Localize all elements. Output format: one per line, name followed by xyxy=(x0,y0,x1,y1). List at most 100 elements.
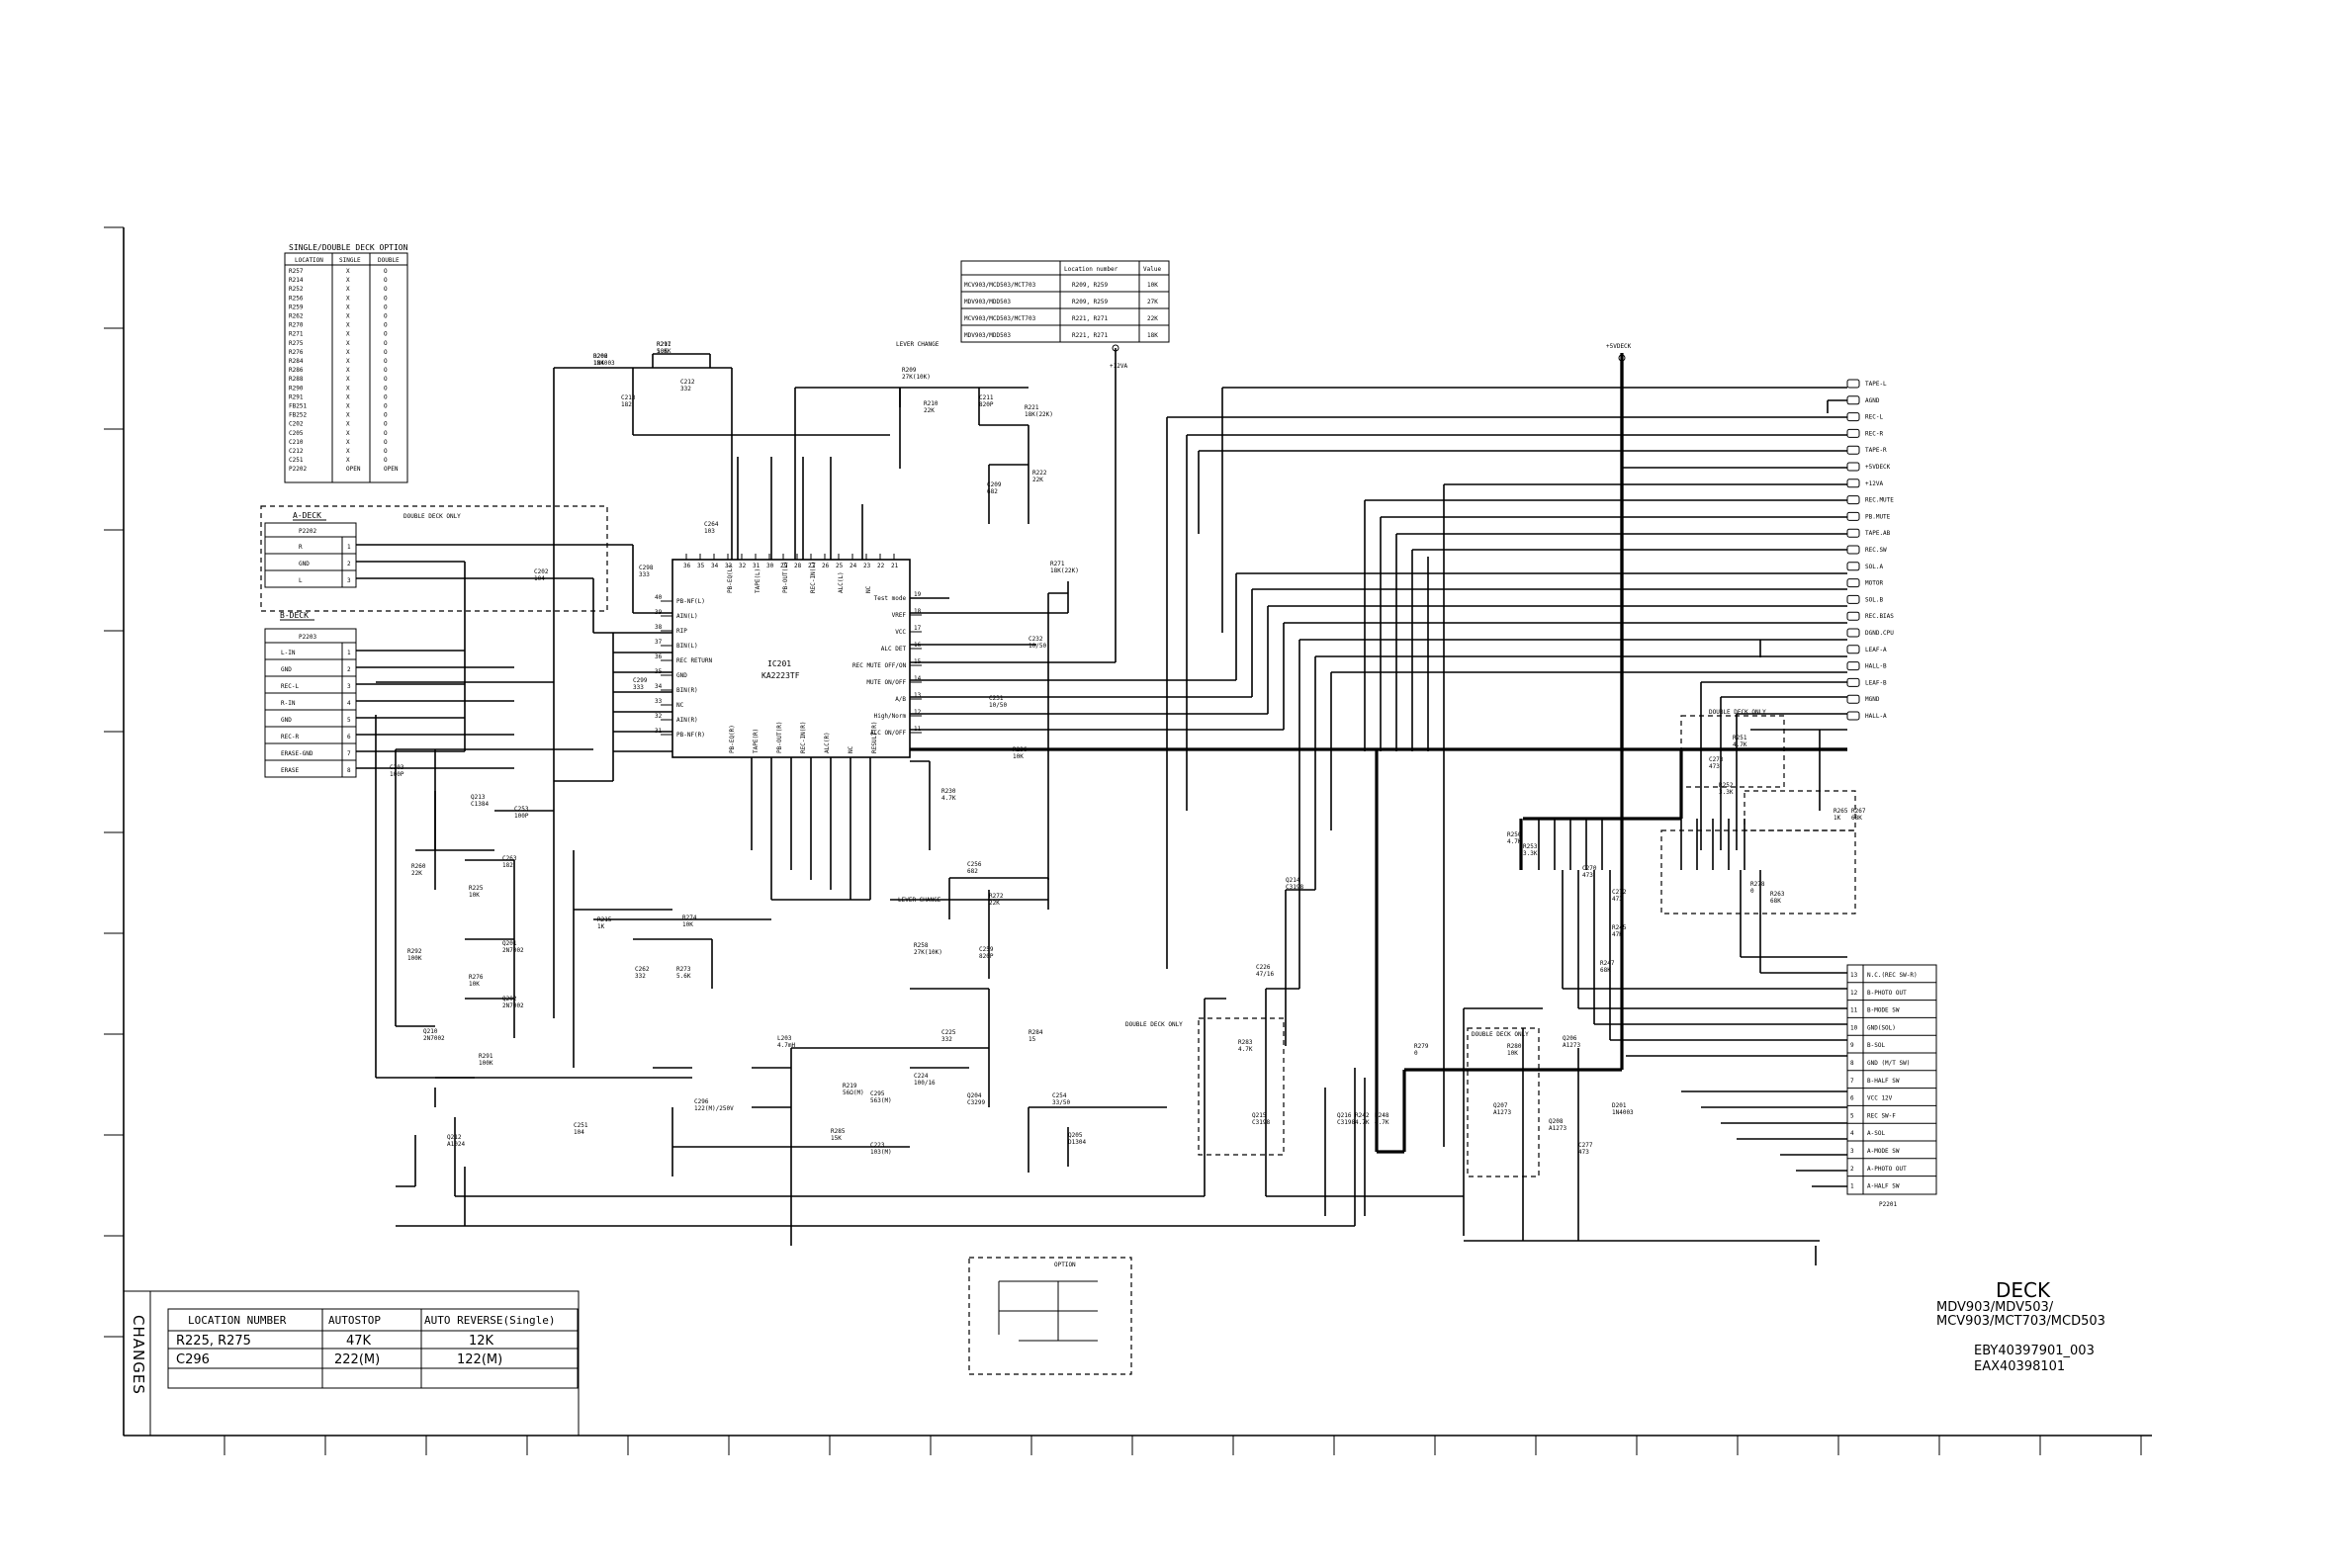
component-value: 10K xyxy=(682,921,693,928)
component-ref: R267 xyxy=(1851,808,1866,815)
component-value: 10K xyxy=(657,348,668,355)
connector-pin-terminal xyxy=(1846,412,1860,422)
p2201-pin-number: 7 xyxy=(1850,1078,1854,1085)
ic201-right-pin-label: VCC xyxy=(895,629,906,636)
ic201-left-pin-number: 40 xyxy=(655,594,663,601)
component-value: 100K xyxy=(407,955,422,962)
option-row-single: X xyxy=(346,349,350,356)
title-block: DECK MDV903/MDV503/ MCV903/MCT703/MCD503… xyxy=(1936,1278,2105,1374)
option-row-single: X xyxy=(346,385,350,392)
connector-pin-label: REC-L xyxy=(1865,414,1883,421)
option-row-single: X xyxy=(346,304,350,310)
value-row-3-value: 22K xyxy=(1147,315,1158,322)
component-value: 100K xyxy=(479,1060,493,1067)
b-deck-pin-number: 7 xyxy=(347,750,351,757)
component-ref: R284 xyxy=(1029,1029,1043,1036)
ic201-left-pin-number: 33 xyxy=(655,698,663,705)
connector-pin-terminal xyxy=(1846,462,1860,472)
component-value: 100P xyxy=(390,771,404,778)
component-value: 68K xyxy=(1851,815,1862,822)
b-deck-pin-number: 8 xyxy=(347,767,351,774)
component-value: 473 xyxy=(1578,1149,1589,1156)
connector-pin-label: TAPE-R xyxy=(1865,447,1887,454)
option-row-location: R275 xyxy=(289,340,304,347)
b-deck-pin-number: 3 xyxy=(347,683,351,690)
component-value: 0 xyxy=(1414,1050,1418,1057)
component-ref: Q202 xyxy=(502,996,517,1002)
connector-pin-terminal xyxy=(1846,395,1860,405)
connector-pin-label: +5VDECK xyxy=(1865,464,1891,471)
component-ref: R279 xyxy=(1414,1043,1429,1050)
option-row-location: R288 xyxy=(289,376,304,383)
component-ref: R225 xyxy=(469,885,484,892)
component-value: 473 xyxy=(1612,896,1623,903)
ic201-top-pin-number: 35 xyxy=(697,563,705,569)
component-ref: Q215 xyxy=(1252,1112,1267,1119)
changes-row-2-autostop: 222(M) xyxy=(334,1352,380,1367)
component-ref: C211 xyxy=(979,394,994,401)
option-row-double: O xyxy=(384,268,388,275)
option-row-double: O xyxy=(384,421,388,428)
connector-pin-terminal xyxy=(1846,594,1860,604)
ic201-top-pin-number: 29 xyxy=(780,563,788,569)
component-value: C3198 xyxy=(1286,884,1303,891)
plus5vdeck-label: +5VDECK xyxy=(1606,343,1632,350)
ic201-right-pin-number: 13 xyxy=(914,692,922,699)
option-row-double: O xyxy=(384,313,388,320)
connector-pin-label: LEAF-B xyxy=(1865,679,1887,686)
component-ref: C264 xyxy=(704,521,719,528)
component-value: 100/16 xyxy=(914,1080,936,1087)
connector-pin-terminal xyxy=(1846,479,1860,488)
option-row-location: R259 xyxy=(289,304,304,310)
ic201-top-pin-number: 28 xyxy=(794,563,802,569)
option-row-location: R262 xyxy=(289,313,304,320)
option-row-double: O xyxy=(384,385,388,392)
component-ref: C213 xyxy=(621,394,636,401)
ic201-right-pin-label: High/Norm xyxy=(874,713,907,720)
ic201-bottom-pin-label: TAPE(R) xyxy=(753,729,760,753)
option-row-single: X xyxy=(346,286,350,293)
p2201-pin-label: GND (M/T SW) xyxy=(1867,1060,1910,1067)
ic201-top-pin-number: 23 xyxy=(863,563,871,569)
option-row-single: X xyxy=(346,439,350,446)
option-row-single: X xyxy=(346,448,350,455)
ic201-right-pin-label: A/B xyxy=(895,696,906,703)
ic201-left-pin-number: 36 xyxy=(655,653,663,660)
component-ref: R291 xyxy=(479,1053,493,1060)
p2201-pin-number: 9 xyxy=(1850,1042,1854,1049)
option-row-single: X xyxy=(346,322,350,329)
title-deck: DECK xyxy=(1996,1278,2051,1302)
component-ref: D201 xyxy=(1612,1102,1627,1109)
value-row-1-location: R209, R259 xyxy=(1072,282,1109,289)
connector-pin-label: REC.SW xyxy=(1865,547,1887,554)
connector-pin-terminal xyxy=(1846,677,1860,687)
component-value: 473 xyxy=(1582,872,1593,879)
changes-row-2-autoreverse: 122(M) xyxy=(457,1352,502,1367)
connector-pin-label: HALL-A xyxy=(1865,713,1887,720)
value-row-2-location: R209, R259 xyxy=(1072,299,1109,305)
a-deck-pin-gnd: GND xyxy=(299,561,310,567)
double-deck-only-label-3: DOUBLE DECK ONLY xyxy=(1709,709,1766,716)
component-value: 473 xyxy=(1709,763,1720,770)
drawing-frame xyxy=(104,226,2152,1455)
ic201-bottom-pins: PB-EQ(R)TAPE(R)PB-OUT(R)REC-IN(R)ALC(R)N… xyxy=(729,721,878,753)
ic201-right-pin-number: 17 xyxy=(914,625,922,632)
ic201-bottom-pin-label: ALC(R) xyxy=(824,732,831,753)
component-ref: R292 xyxy=(407,948,422,955)
component-value: 332 xyxy=(941,1036,952,1043)
ic201-top-pin-label: REC-IN(L) xyxy=(810,561,817,593)
b-deck-pin-label: R-IN xyxy=(281,700,296,707)
component-value: 820P xyxy=(979,401,994,408)
option-row-single: X xyxy=(346,340,350,347)
p2201-pin-label: A-PHOTO OUT xyxy=(1867,1166,1907,1173)
component-value: 10K xyxy=(1507,1050,1518,1057)
component-ref: Q212 xyxy=(447,1134,462,1141)
component-ref: C272 xyxy=(1612,889,1627,896)
component-ref: C296 xyxy=(694,1098,709,1105)
single-double-option-table: SINGLE/DOUBLE DECK OPTION LOCATION SINGL… xyxy=(284,243,408,483)
p2201-pin-label: B-PHOTO OUT xyxy=(1867,990,1907,997)
option-row-location: R270 xyxy=(289,322,304,329)
option-row-single: X xyxy=(346,295,350,302)
component-ref: R210 xyxy=(924,400,939,407)
